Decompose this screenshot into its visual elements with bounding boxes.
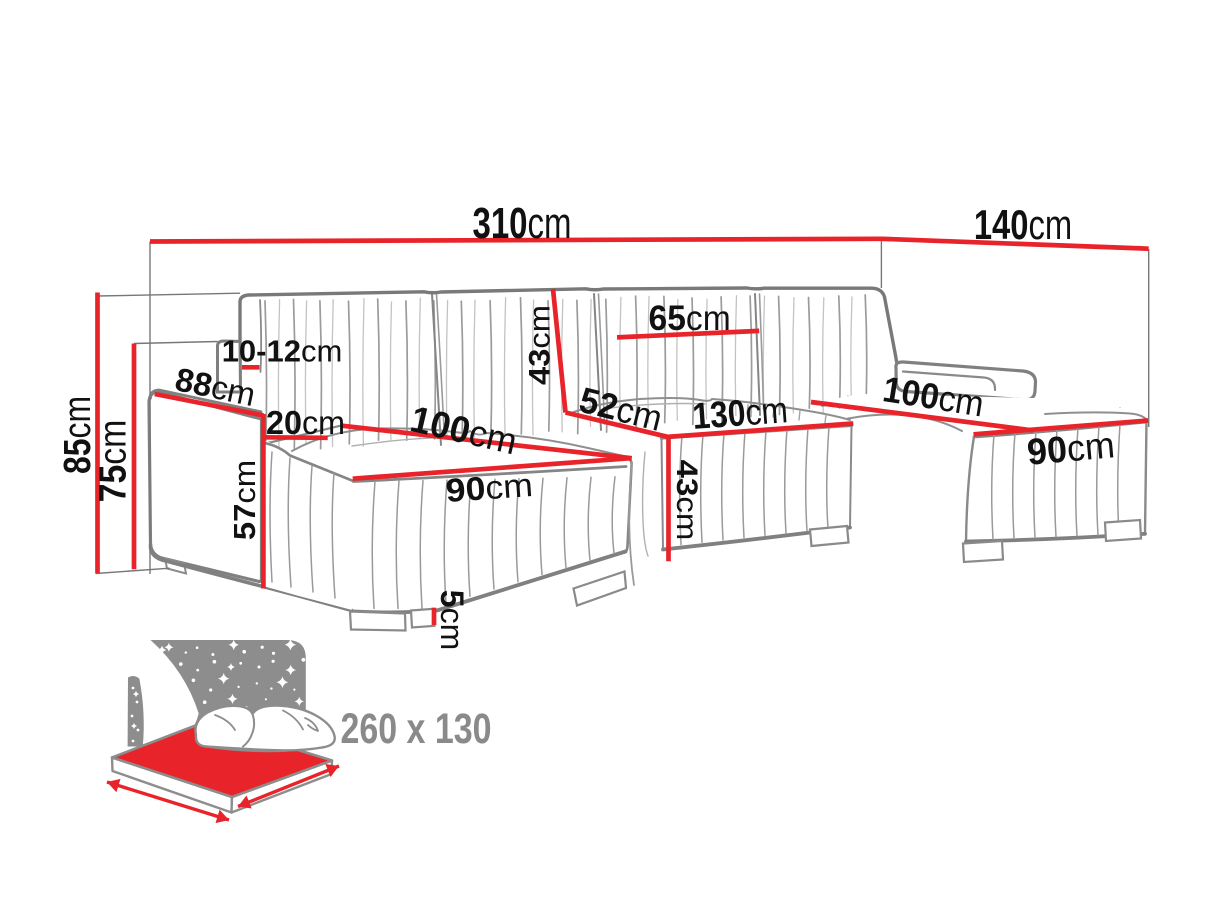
svg-text:260 x 130: 260 x 130 (340, 705, 491, 753)
svg-text:10-12cm: 10-12cm (222, 334, 343, 369)
svg-text:140cm: 140cm (974, 201, 1072, 248)
svg-text:90cm: 90cm (1025, 424, 1116, 473)
svg-text:90cm: 90cm (445, 467, 534, 509)
svg-text:100cm: 100cm (880, 369, 987, 425)
svg-text:52cm: 52cm (575, 380, 666, 439)
svg-text:65cm: 65cm (649, 299, 731, 338)
svg-text:130cm: 130cm (691, 390, 789, 437)
svg-text:88cm: 88cm (172, 360, 259, 413)
svg-text:43cm: 43cm (523, 305, 556, 385)
svg-text:43cm: 43cm (670, 460, 704, 541)
svg-text:57cm: 57cm (227, 460, 262, 540)
svg-text:5cm: 5cm (434, 590, 470, 650)
svg-text:310cm: 310cm (472, 200, 571, 249)
svg-text:20cm: 20cm (266, 404, 345, 441)
svg-text:85cm: 85cm (56, 396, 98, 474)
svg-text:75cm: 75cm (91, 420, 134, 503)
